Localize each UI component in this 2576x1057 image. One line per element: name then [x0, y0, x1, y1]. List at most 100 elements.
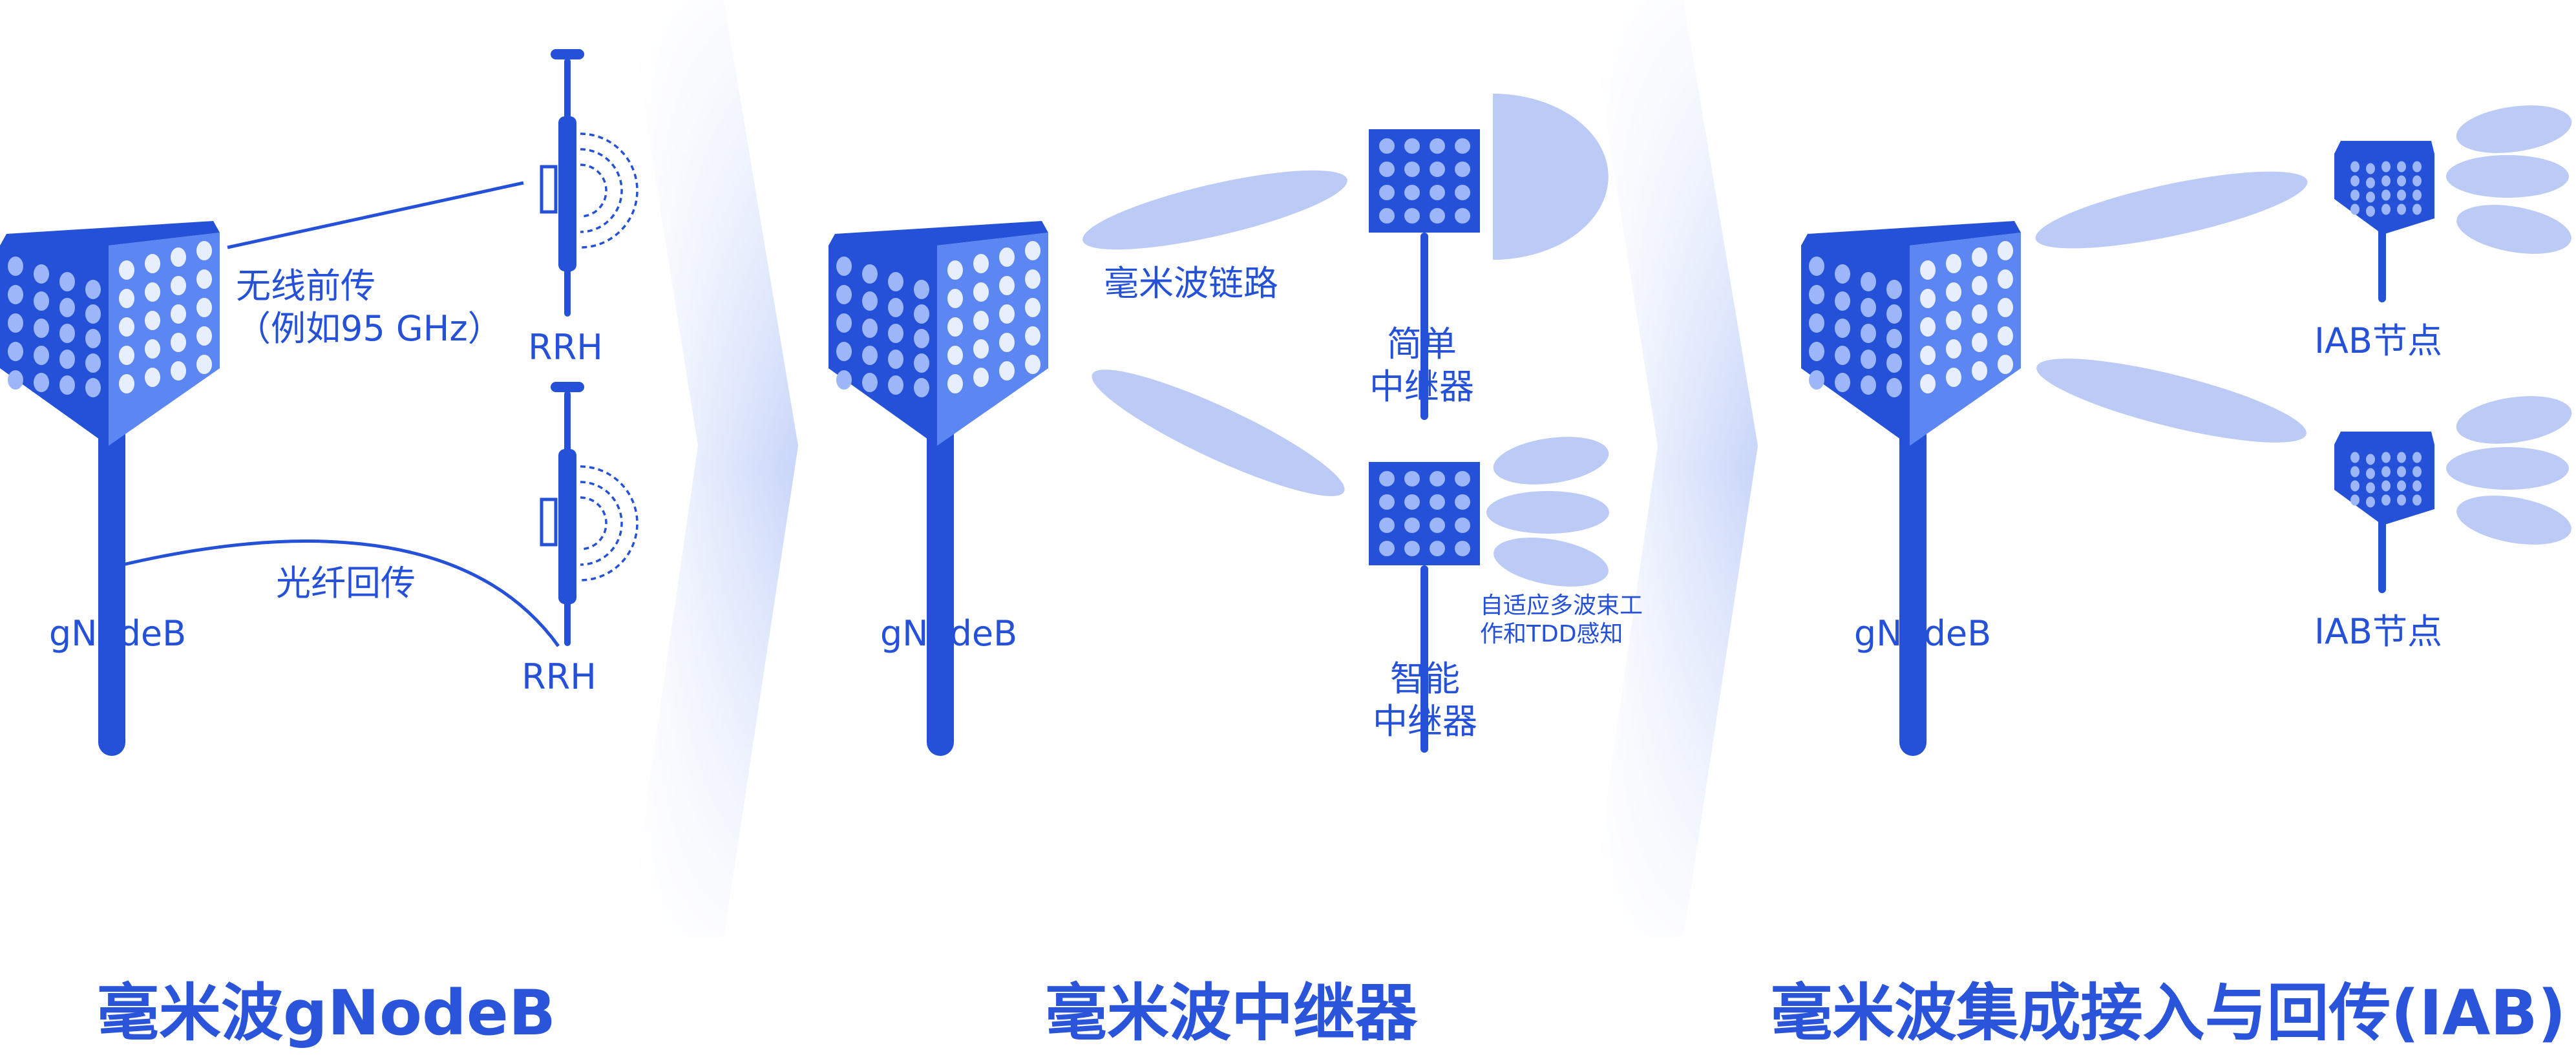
iab-node-top-dot	[2366, 205, 2375, 217]
iab-node-top-dot	[2412, 204, 2422, 215]
iab-node-top-dot	[2397, 204, 2406, 215]
simple-repeater-dot	[1404, 138, 1420, 154]
gnodeb-panel1-front-dot	[34, 346, 49, 365]
gnodeb-panel1-side-dot	[196, 269, 212, 289]
gnodeb-panel1	[0, 221, 220, 756]
gnodeb-panel1-front-dot	[59, 350, 75, 369]
iab-node-bottom-dot	[2350, 480, 2360, 492]
iab-node-top-dot	[2381, 189, 2391, 201]
gnodeb-panel1-front-dot	[59, 324, 75, 343]
beam-gnodeb-to-iab-top	[2035, 171, 2308, 249]
gnodeb-panel2-front-dot	[836, 342, 852, 361]
gnodeb-panel3-side-dot	[1998, 269, 2013, 289]
gnodeb-panel1-side-dot	[145, 254, 160, 273]
iab-node-top-dot	[2350, 204, 2360, 215]
gnodeb-panel1-side-dot	[119, 260, 134, 280]
gnodeb-panel2-side-face	[937, 233, 1048, 446]
gnodeb-panel1-side-dot	[171, 276, 186, 295]
simple-repeater-dot	[1379, 185, 1395, 200]
iab-node-top-label: IAB节点	[2314, 320, 2442, 361]
iab-node-bottom-dot	[2350, 452, 2360, 463]
smart-repeater-dot	[1404, 494, 1420, 510]
gnodeb-panel3-front-dot	[1861, 350, 1876, 369]
gnodeb-panel1-side-dot	[171, 333, 186, 352]
panel-title-iab: 毫米波集成接入与回传(IAB)	[1770, 977, 2566, 1049]
simple-repeater-dot	[1430, 138, 1445, 154]
gnodeb-panel3-side-dot	[1920, 260, 1936, 280]
iab-node-bottom-dot	[2397, 494, 2406, 506]
simple-repeater-dot	[1455, 138, 1470, 154]
gnodeb-panel2-side-dot	[973, 339, 989, 359]
gnodeb-panel2-front-dot	[862, 264, 878, 284]
wireless-fronthaul-line1: 无线前传	[236, 266, 375, 306]
iab-node-bottom-dot	[2366, 468, 2375, 479]
gnodeb-panel2-front-dot	[836, 256, 852, 276]
gnodeb-panel1-front-dot	[8, 342, 23, 361]
smart-repeater-dot	[1379, 541, 1395, 556]
gnodeb-panel3-front-dot	[1886, 353, 1902, 373]
gnodeb-panel1-side-dot	[196, 326, 212, 346]
gnodeb-panel1-side-dot	[196, 355, 212, 374]
iab-node-bottom	[2334, 432, 2434, 593]
rrh-top-body	[558, 116, 576, 271]
smart-repeater-dot	[1430, 518, 1445, 533]
iab-node-top	[2334, 141, 2434, 302]
simple-repeater-dot	[1404, 162, 1420, 177]
gnodeb-panel2-side-dot	[973, 254, 989, 273]
gnodeb-panel1-front-dot	[85, 329, 101, 348]
iab-node-top-dot	[2397, 189, 2406, 201]
simple-repeater-dot	[1379, 208, 1395, 224]
beam-iab-bottom-2	[2446, 447, 2569, 490]
gnodeb-panel3-side-dot	[1920, 374, 1936, 393]
gnodeb-panel2-side-dot	[947, 346, 963, 365]
simple-repeater-label: 简单 中继器	[1369, 323, 1474, 408]
iab-node-top-dot	[2366, 191, 2375, 203]
gnodeb-panel1-side-dot	[119, 374, 134, 393]
gnodeb-panel1-front-dot	[85, 304, 101, 324]
rrh-bottom-panel	[540, 497, 558, 547]
gnodeb-panel2-front-dot	[862, 319, 878, 338]
gnodeb-panel2-front-dot	[862, 346, 878, 365]
gnodeb-panel2-front-dot	[888, 298, 903, 317]
gnodeb-panel1-side-dot	[119, 346, 134, 365]
iab-node-bottom-dot	[2381, 466, 2391, 477]
beam-iab-bottom-3	[2456, 496, 2571, 545]
gnodeb-panel3-front-dot	[1835, 346, 1850, 365]
gnodeb-panel2-side-dot	[947, 374, 963, 393]
rrh-top-cap	[551, 49, 584, 59]
simple-repeater-line1: 简单	[1387, 324, 1457, 364]
smart-repeater-label: 智能 中继器	[1373, 658, 1477, 743]
rrh-bottom-body	[558, 449, 576, 604]
gnodeb-panel3-front-dot	[1886, 378, 1902, 397]
gnodeb-panel2-front-dot	[862, 291, 878, 311]
gnodeb-panel3-side-dot	[1920, 317, 1936, 337]
gnodeb-panel2-side-dot	[999, 304, 1015, 324]
gnodeb-panel2-front-face	[829, 246, 937, 446]
gnodeb-panel3-front-dot	[1861, 298, 1876, 317]
gnodeb-panel1-front-dot	[34, 319, 49, 338]
gnodeb-panel3-side-dot	[1972, 247, 1987, 267]
wireless-fronthaul-line	[227, 181, 524, 249]
gnodeb-panel2-front-dot	[914, 378, 929, 397]
gnodeb-panel1-front-dot	[34, 291, 49, 311]
iab-node-top-dot	[2412, 175, 2422, 187]
beam-gnodeb-to-smart-repeater	[1092, 370, 1345, 496]
gnodeb-panel2-front-dot	[888, 324, 903, 343]
gnodeb-panel2-side-dot	[947, 260, 963, 280]
iab-node-bottom-dot	[2397, 480, 2406, 492]
gnodeb-panel2-side-dot	[1025, 298, 1040, 317]
fiber-backhaul-cable	[120, 539, 560, 647]
gnodeb-panel3-front-dot	[1861, 375, 1876, 395]
iab-node-top-dot	[2350, 175, 2360, 187]
iab-node-top-dot	[2397, 161, 2406, 173]
iab-node-bottom-dot	[2412, 494, 2422, 506]
iab-node-top-pole	[2378, 218, 2386, 302]
iab-node-bottom-dot	[2381, 480, 2391, 492]
smart-repeater-dot	[1455, 494, 1470, 510]
beam-iab-bottom-1	[2456, 396, 2572, 444]
gnodeb-panel2-side-dot	[947, 317, 963, 337]
gnodeb-panel2-front-dot	[914, 304, 929, 324]
gnodeb-panel3	[1801, 221, 2021, 756]
beam-gnodeb-to-simple-repeater	[1082, 170, 1347, 250]
iab-node-bottom-label: IAB节点	[2314, 611, 2442, 652]
